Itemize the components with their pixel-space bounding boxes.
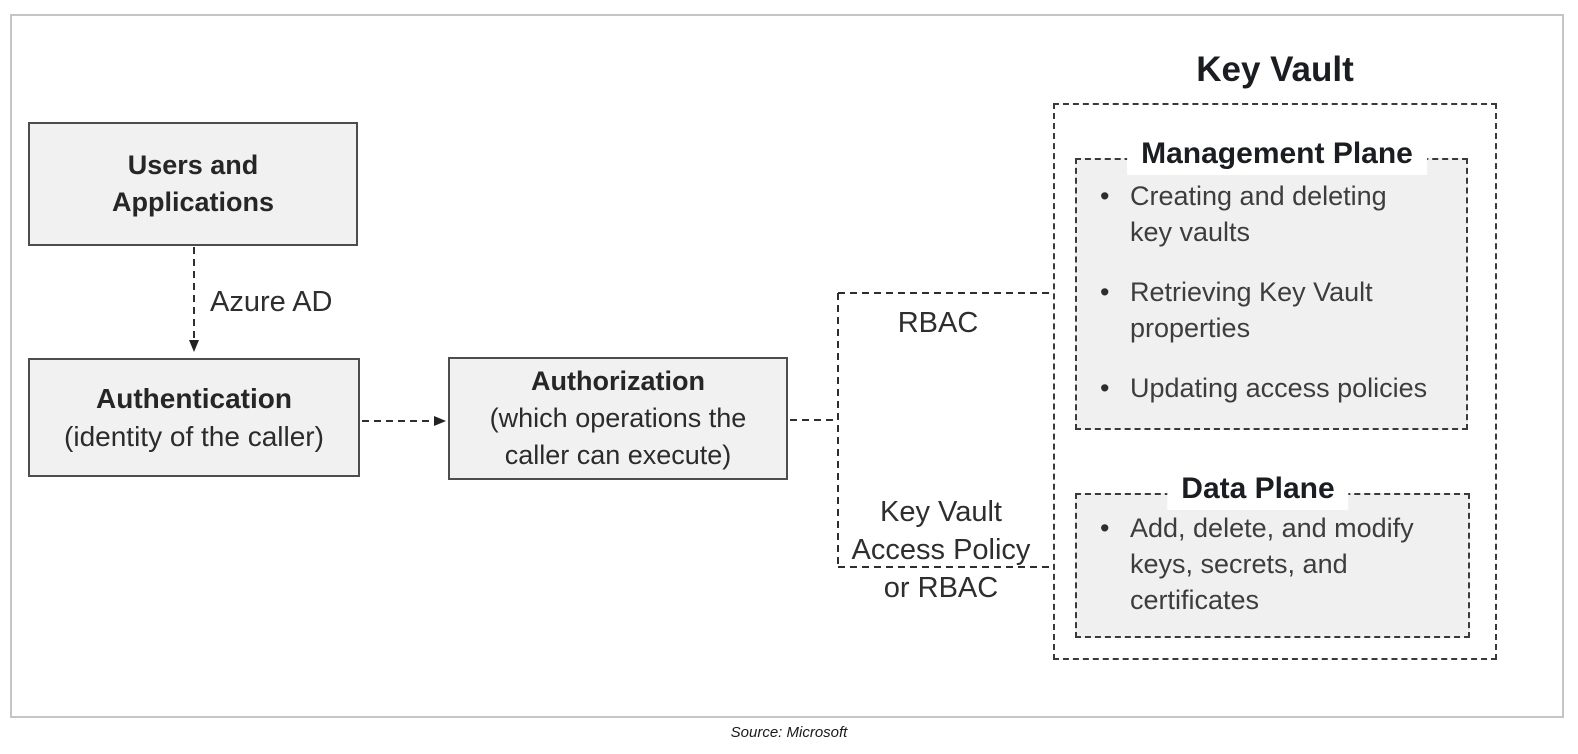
management-plane-heading: Management Plane <box>1127 133 1427 175</box>
authentication-box: Authentication (identity of the caller) <box>28 358 360 477</box>
authentication-subtitle: (identity of the caller) <box>64 420 324 452</box>
bullet-item: Updating access policies <box>1098 370 1458 406</box>
source-caption: Source: Microsoft <box>730 724 848 741</box>
azure-ad-label: Azure AD <box>210 286 333 318</box>
key-vault-title: Key Vault <box>1196 50 1354 89</box>
authentication-title: Authentication <box>96 382 292 414</box>
rbac-edge-label: RBAC <box>897 307 979 339</box>
authorization-title: Authorization <box>531 366 705 396</box>
data-plane-heading: Data Plane <box>1167 468 1349 510</box>
